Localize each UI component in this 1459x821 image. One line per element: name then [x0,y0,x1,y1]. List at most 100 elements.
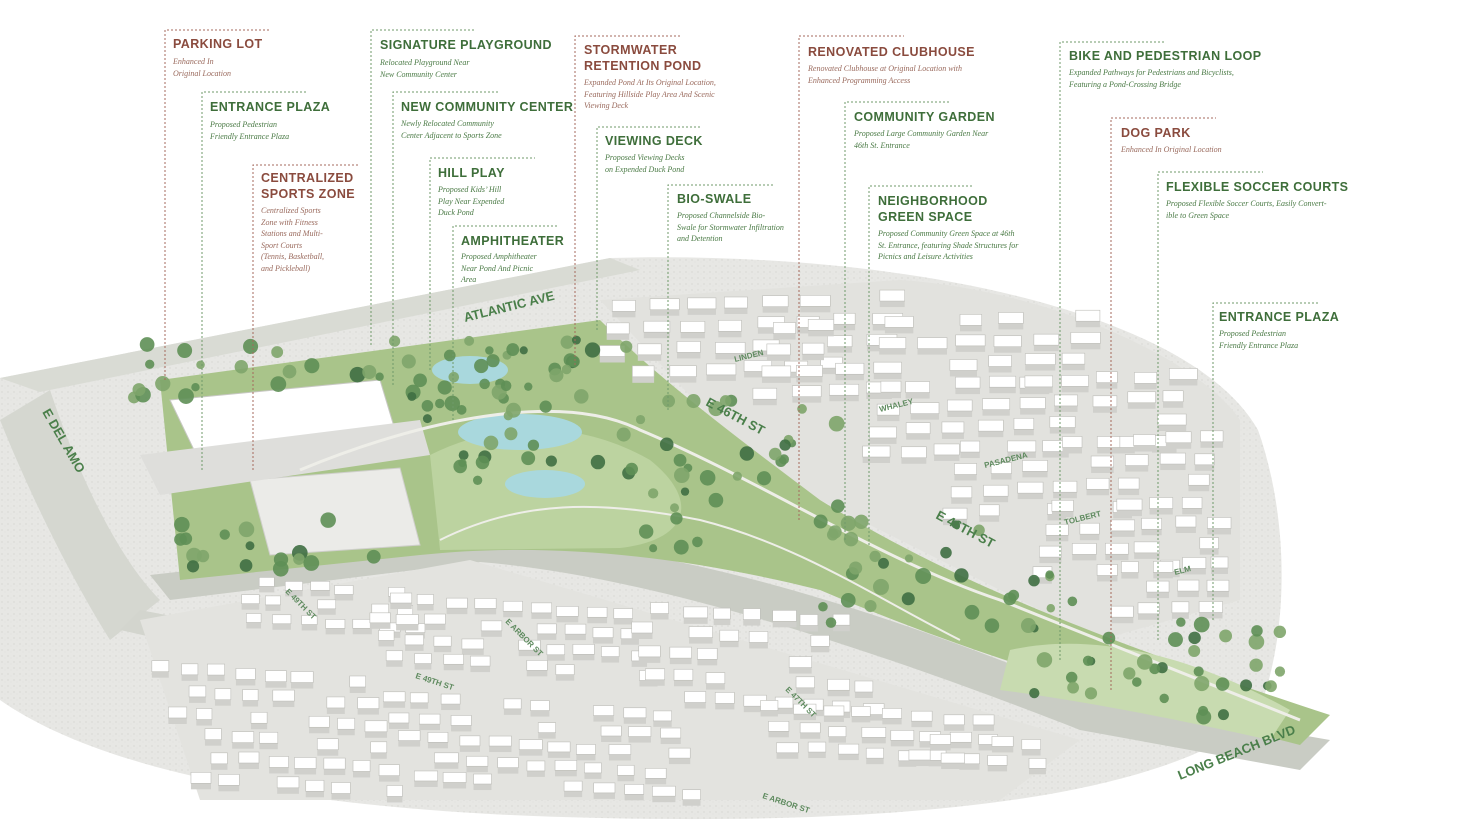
label-desc: Proposed Large Community Garden Near 46t… [854,129,989,150]
building [1096,371,1118,383]
building [768,721,790,732]
building-side [687,303,716,315]
building [719,629,739,642]
building [196,708,213,720]
building [1096,436,1121,448]
tree [401,354,416,369]
building [1022,460,1048,472]
building [390,592,413,604]
building-side [762,301,789,313]
tree [375,372,384,381]
building-side [555,766,577,777]
building [949,731,972,743]
building [795,676,815,689]
building [776,742,799,754]
building-side [653,716,672,727]
tree [638,524,654,539]
building [214,688,232,701]
building [624,784,645,795]
tree [519,346,528,355]
building [218,774,240,786]
building-side [743,614,761,626]
building [531,602,552,614]
building [643,320,671,333]
label-desc: Proposed Kids’ Hill Play Near Expended D… [438,185,505,217]
building [378,630,395,641]
building-side [983,491,1009,503]
building [395,614,419,625]
building [1188,473,1210,486]
building-side [1091,462,1114,474]
building [310,580,331,591]
building-side [869,432,897,444]
building-side [1049,422,1076,434]
building [1054,394,1078,407]
building-side [317,744,339,756]
building-side [369,618,391,629]
building-side [877,410,900,422]
building [526,660,548,671]
building [518,639,541,651]
building [1075,309,1101,322]
leader-line [1110,117,1216,690]
tree [686,394,701,409]
label-desc: Enhanced In Original Location [173,57,232,78]
building [1019,397,1046,409]
building-side [434,758,459,769]
building [442,772,467,783]
building [443,653,464,665]
building-side [1169,374,1198,386]
building-side [833,620,850,632]
building-side [1021,745,1041,756]
label-title: NEIGHBORHOOD GREEN SPACE [878,194,988,224]
building-side [241,600,260,610]
building-side [829,390,859,402]
tree [584,342,601,358]
building [608,744,632,755]
building-side [214,694,231,706]
building [706,363,737,376]
tree [878,557,889,569]
building [357,697,380,709]
building-side [269,762,289,774]
building [424,613,446,625]
building [246,613,262,623]
building [259,731,279,744]
tree [293,553,305,565]
tree [1251,625,1263,637]
building-side [862,452,891,464]
building [991,736,1014,747]
tree [521,451,536,466]
tree [825,617,837,628]
building [1052,480,1078,493]
building [668,747,691,759]
building-side [979,510,1000,522]
tree [503,411,513,421]
tree [366,549,381,564]
tree [708,401,724,417]
leader-line [596,126,702,330]
building-side [1061,381,1089,393]
tree [1159,693,1169,704]
tree [1188,631,1201,645]
tree [635,414,646,425]
building-side [1046,530,1069,542]
building [301,615,318,625]
building-side [323,764,346,776]
building [1017,481,1044,494]
building-side [632,371,655,383]
building-side [1182,503,1202,515]
building-side [606,328,630,340]
building-side [1199,607,1223,619]
building-side [898,756,917,767]
building-side [555,670,575,681]
building-side [743,701,767,713]
building [334,585,354,595]
building-side [1210,562,1228,574]
building [820,356,843,369]
building-side [993,341,1022,353]
building-side [503,704,522,715]
building-side [383,697,406,708]
tree [732,471,742,481]
